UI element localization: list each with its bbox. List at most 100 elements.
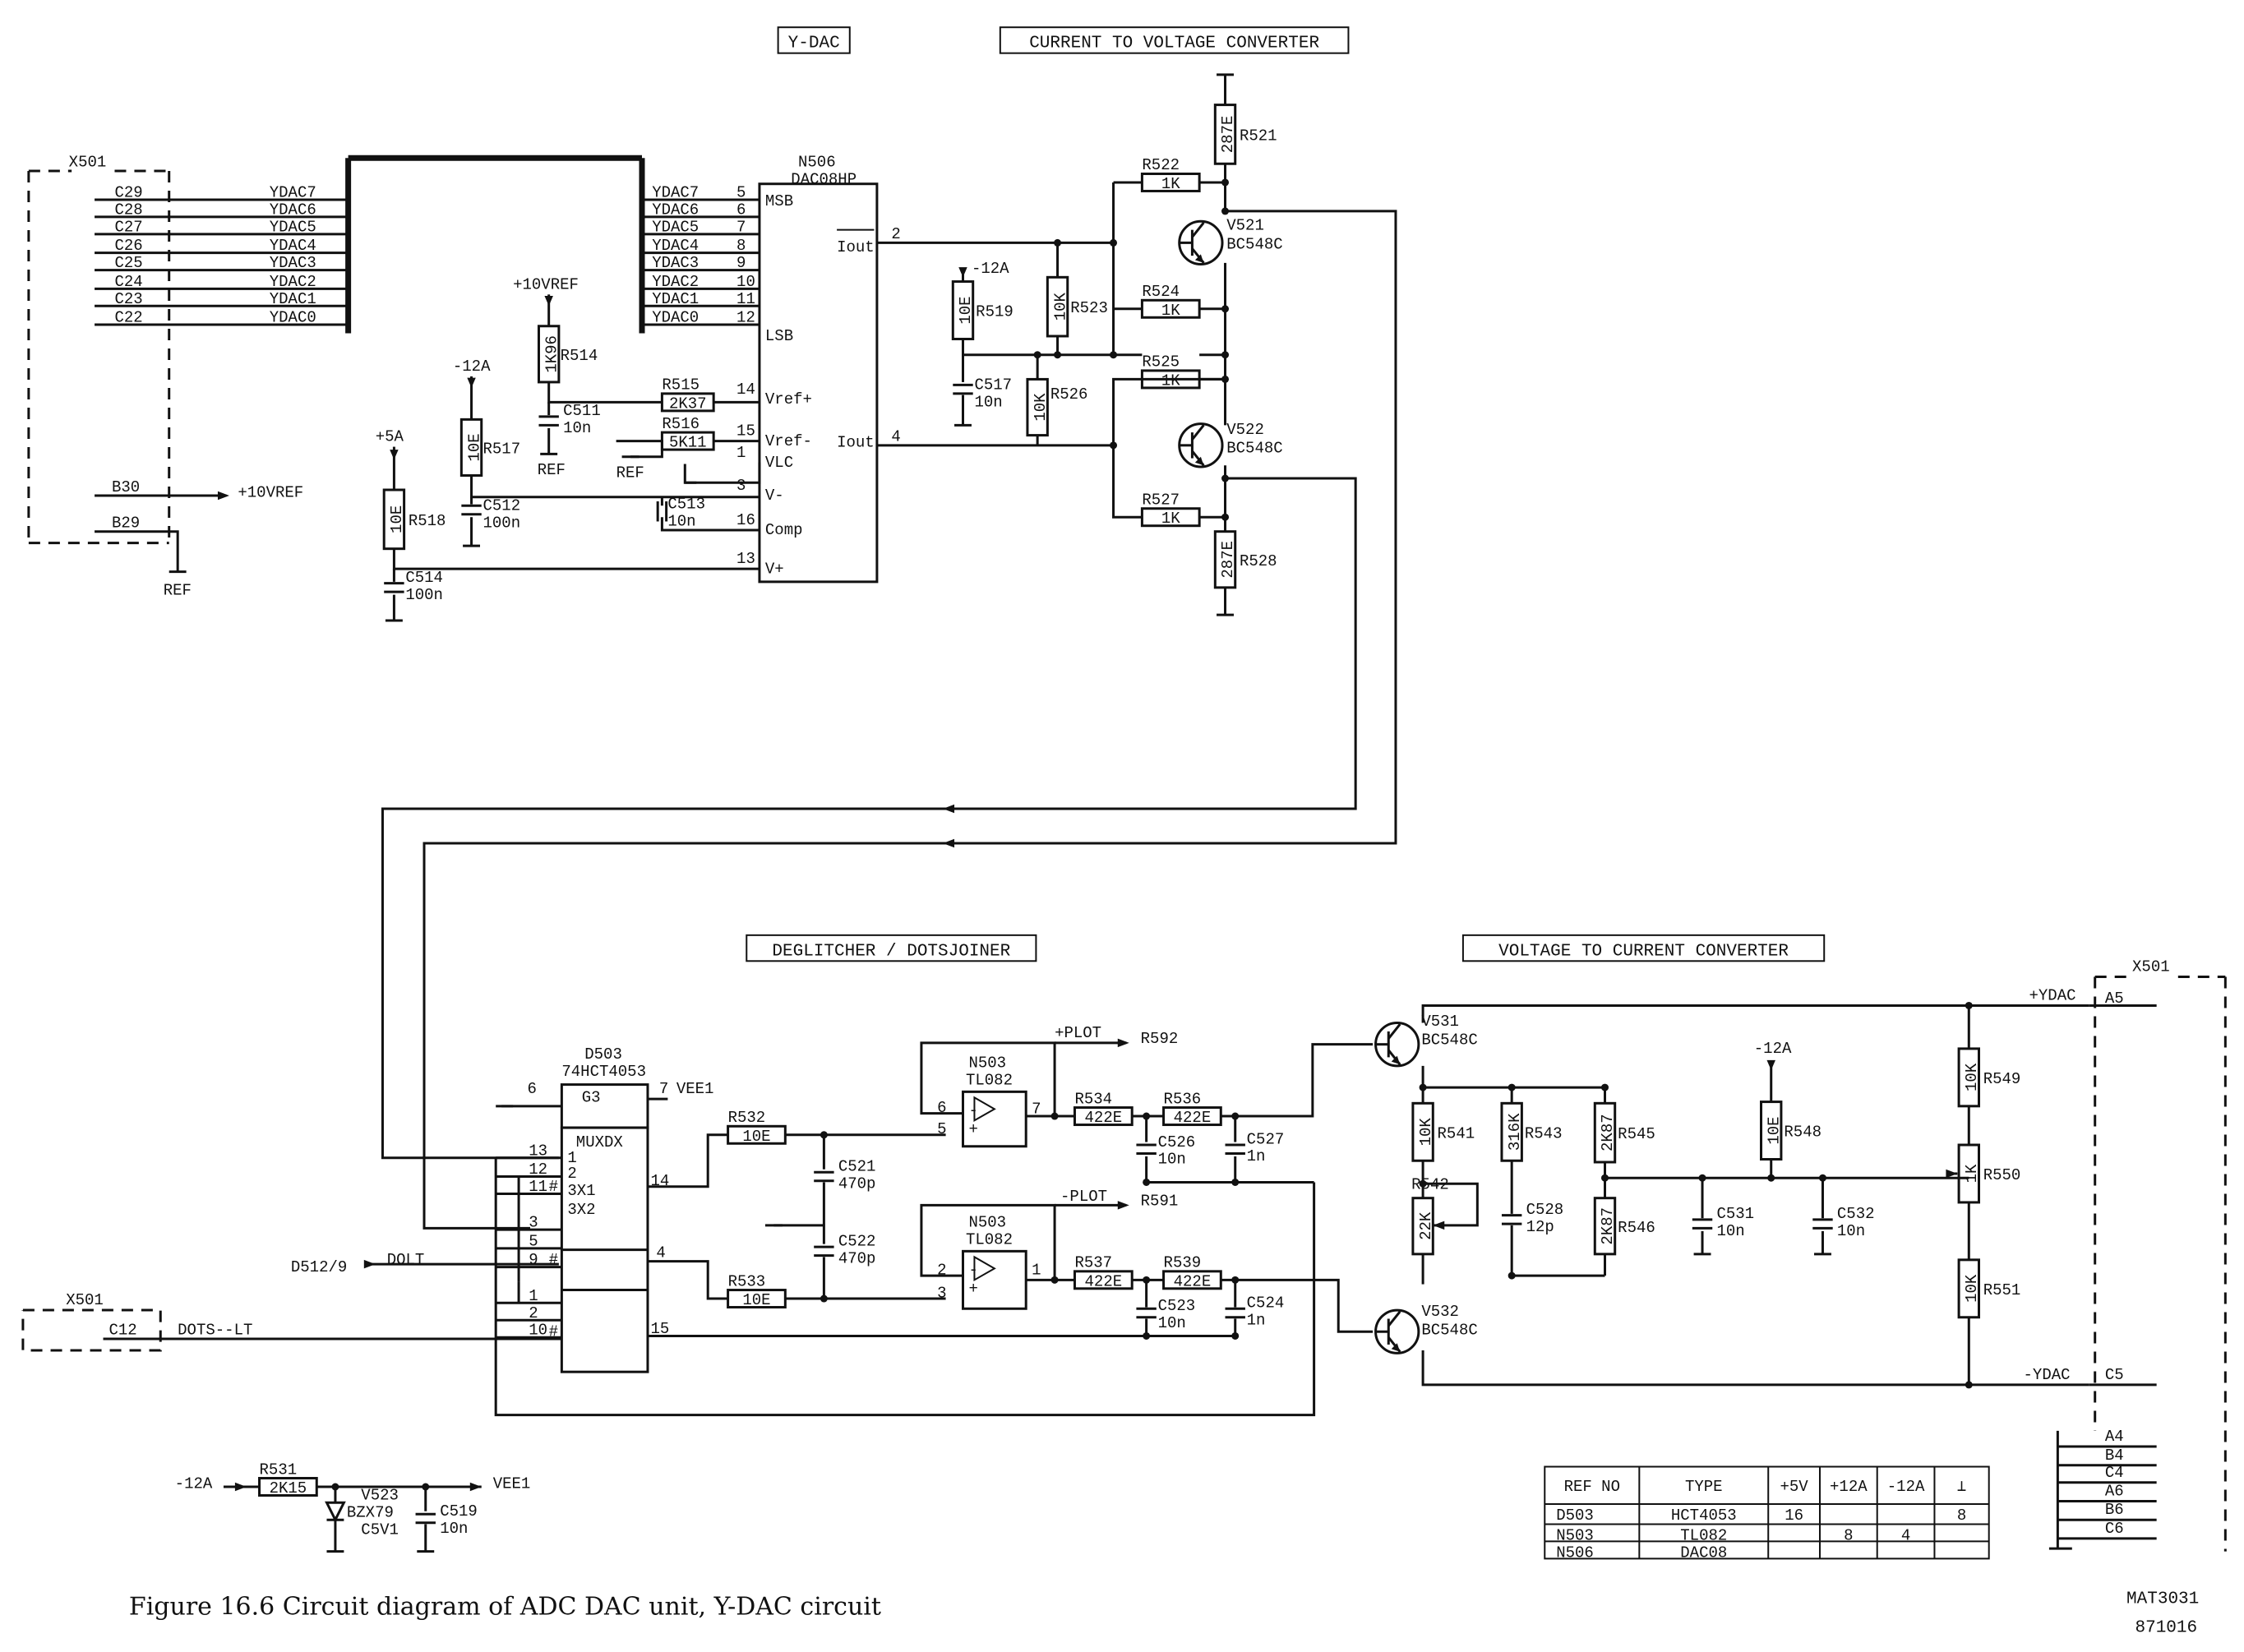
signal-ydac: YDAC7: [652, 183, 699, 201]
section-title-deglitcher: DEGLITCHER / DOTSJOINER: [746, 934, 1037, 962]
resistor-value: 422E: [1174, 1109, 1212, 1127]
junction-dot: [1818, 1174, 1826, 1182]
junction-dot: [820, 1294, 828, 1303]
junction-dot: [1143, 1112, 1151, 1120]
signal-ydac: YDAC0: [270, 309, 316, 327]
resistor-value: 10E: [465, 433, 483, 461]
pin-name: VLC: [765, 454, 793, 472]
wire: [920, 1203, 1056, 1281]
resistor-value: 1K: [1161, 302, 1180, 320]
capacitor-value: 100n: [483, 514, 520, 532]
resistor-body: [1760, 1101, 1783, 1161]
pin-label-msb: MSB: [765, 192, 793, 210]
resistor-value: 2K37: [669, 395, 707, 413]
iv-converter-network: -12A: [381, 73, 1397, 1230]
resistor-ref: R532: [728, 1109, 766, 1127]
signal-dots-lt: DOTS--LT: [178, 1322, 252, 1340]
resistor-value: 422E: [1174, 1272, 1212, 1290]
signal-r591: R591: [1141, 1192, 1179, 1210]
resistor-value: 5K11: [669, 434, 707, 452]
resistor-value: 10E: [742, 1128, 770, 1146]
junction-dot: [1110, 351, 1118, 359]
pin-number: 1: [529, 1287, 538, 1305]
capacitor-ref: C513: [667, 496, 705, 514]
resistor-body: [1140, 298, 1201, 319]
pin-name: 3X2: [567, 1201, 595, 1219]
ic-ref: D503: [584, 1045, 622, 1064]
resistor-ref: R549: [1983, 1070, 2021, 1088]
resistor-body: [1957, 1047, 1980, 1108]
opamp-type: TL082: [966, 1231, 1013, 1249]
pin-number: 12: [529, 1161, 547, 1179]
signal-ydac: YDAC0: [652, 309, 699, 327]
signal-ydac: YDAC7: [270, 183, 316, 201]
junction-dot: [1508, 1083, 1516, 1091]
resistor-value: 1K: [1161, 371, 1180, 390]
rail-label: -12A: [1754, 1040, 1792, 1058]
signal-arrow: [943, 838, 955, 848]
rail-label: +5A: [376, 428, 404, 446]
junction-dot: [1600, 1083, 1609, 1091]
capacitor-value: 10n: [974, 394, 1002, 412]
junction-dot: [1221, 351, 1230, 359]
resistor-ref: R517: [483, 440, 520, 458]
resistor-value: 10E: [957, 296, 975, 324]
wire: [1221, 1043, 1374, 1118]
junction-dot: [1221, 305, 1230, 313]
resistor-value: 10E: [388, 505, 406, 533]
section-title-vi-converter: VOLTAGE TO CURRENT CONVERTER: [1461, 934, 1826, 962]
signal-arrow: [1117, 1201, 1129, 1210]
table-frame: [1544, 1465, 1990, 1560]
junction-dot: [1698, 1174, 1706, 1182]
caption-text: Figure 16.6 Circuit diagram of ADC DAC u…: [129, 1593, 881, 1622]
resistor-ref: R528: [1240, 552, 1277, 570]
pin-number: 11: [736, 290, 755, 308]
section-title: VOLTAGE TO CURRENT CONVERTER: [1498, 942, 1789, 961]
wire: [1421, 1004, 2089, 1023]
wire: [1421, 1350, 2089, 1387]
resistor-value: 1K: [1161, 175, 1180, 193]
pin-label-lsb: LSB: [765, 327, 793, 345]
wire: [1421, 1065, 1605, 1089]
transistor-type: BC548C: [1226, 235, 1282, 253]
pin-number: 6: [736, 201, 746, 219]
junction-dot: [1221, 207, 1230, 215]
signal-dolt: DOLT: [387, 1251, 425, 1269]
resistor-body: [258, 1477, 318, 1497]
resistor-value: 1K: [1161, 510, 1180, 528]
signal-arrow: [1946, 1169, 1958, 1179]
gate-box: [560, 1083, 649, 1129]
rail-label: +10VREF: [513, 275, 579, 293]
transistor-type: BC548C: [1421, 1031, 1477, 1050]
emitter-arrow: [1391, 1343, 1401, 1352]
connector-name: X501: [66, 1291, 104, 1309]
resistor-value: 287E: [1219, 116, 1237, 154]
table-cell: 16: [1785, 1507, 1803, 1525]
transistor-ref: V531: [1421, 1013, 1459, 1031]
resistor-value: 10K: [1032, 393, 1050, 422]
opamp-triangle: [973, 1096, 996, 1123]
resistor-value: 2K15: [270, 1479, 307, 1497]
junction-dot: [1231, 1331, 1240, 1340]
signal-arrow: [943, 804, 955, 814]
pin-number: 1: [736, 444, 746, 462]
zener-value: C5V1: [361, 1521, 399, 1539]
junction-dot: [1054, 351, 1062, 359]
resistor-body: [1046, 275, 1069, 338]
opamp-plus: +: [968, 1120, 977, 1138]
drawing-number: MAT3031: [2126, 1590, 2199, 1609]
opamp-triangle: [973, 1255, 996, 1282]
capacitor-value: 1n: [1247, 1147, 1266, 1165]
